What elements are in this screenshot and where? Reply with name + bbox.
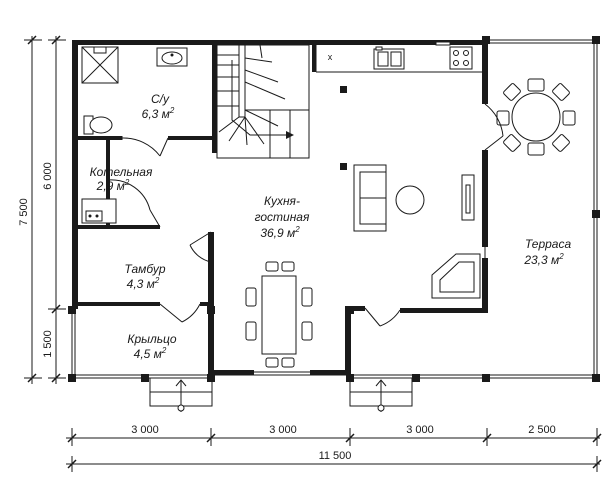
dim-bottom-1: 3 000 <box>131 424 159 436</box>
posts <box>68 36 600 382</box>
dim-left-main: 6 000 <box>42 162 54 190</box>
tv-unit <box>461 174 475 221</box>
entry-steps <box>149 377 413 412</box>
terrace-table <box>511 92 561 142</box>
terrace-furniture <box>496 78 576 156</box>
boiler-area: 2,9 м2 <box>96 178 130 193</box>
bathroom-fixtures <box>81 46 188 135</box>
svg-text:x: x <box>328 52 333 62</box>
vestibule-name: Тамбур <box>124 262 165 276</box>
dim-left-overall: 7 500 <box>18 198 30 226</box>
room-labels: С/у 6,3 м2 Котельная 2,9 м2 Кухня- гости… <box>90 92 572 361</box>
bathroom-name: С/у <box>151 92 170 106</box>
cooktop <box>449 46 473 70</box>
living-furniture <box>245 164 481 368</box>
kitchen: x <box>315 41 482 73</box>
dimension-lines: 3 000 3 000 3 000 2 500 11 500 7 500 <box>18 35 602 472</box>
bathroom-area: 6,3 м2 <box>142 106 175 121</box>
kitchen-sink <box>373 48 405 70</box>
dim-left-porch: 1 500 <box>42 330 54 358</box>
vestibule-area: 4,3 м2 <box>127 276 160 291</box>
doors <box>107 103 504 327</box>
dim-bottom-4: 2 500 <box>528 424 556 436</box>
porch-area: 4,5 м2 <box>134 346 167 361</box>
windows <box>121 136 486 373</box>
terrace-area: 23,3 м2 <box>523 252 564 267</box>
dining-table <box>261 275 297 355</box>
boiler-name: Котельная <box>90 165 153 179</box>
boiler-equipment <box>81 198 117 224</box>
dim-bottom-2: 3 000 <box>269 424 297 436</box>
coffee-table <box>395 185 425 215</box>
living-area: 36,9 м2 <box>260 225 300 240</box>
living-name-line2: гостиная <box>255 210 310 224</box>
porch-name: Крыльцо <box>127 332 177 346</box>
staircase <box>216 44 310 159</box>
walls <box>72 40 488 378</box>
dim-bottom-total: 11 500 <box>319 450 352 462</box>
dim-bottom-3: 3 000 <box>406 424 434 436</box>
living-name-line1: Кухня- <box>264 194 300 208</box>
fireplace <box>431 253 481 299</box>
terrace-name: Терраса <box>525 237 572 251</box>
